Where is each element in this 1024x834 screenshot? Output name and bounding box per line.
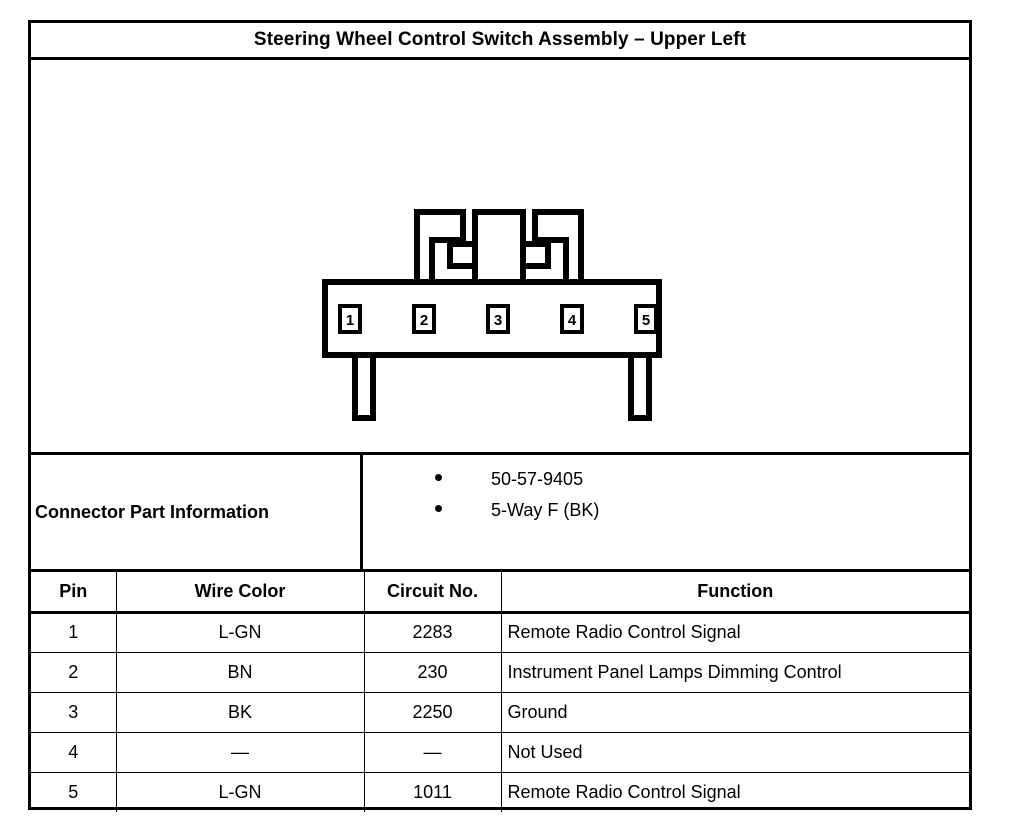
cell-wire-color: L-GN [116,772,365,812]
connector-part-information-values-cell: 50-57-9405 5-Way F (BK) [363,455,969,569]
connector-body-outline [322,279,662,358]
connector-right-latch-bracket [532,209,584,282]
cell-wire-color: L-GN [116,612,365,653]
list-item: 50-57-9405 [435,469,969,490]
cell-pin: 3 [31,692,117,733]
connector-part-information-label-cell: Connector Part Information [31,455,363,569]
column-header-circuit-no: Circuit No. [364,572,502,614]
connector-datasheet: Steering Wheel Control Switch Assembly –… [28,20,972,812]
cell-function: Not Used [501,732,969,773]
cell-pin: 5 [31,772,117,812]
connector-part-information-row: Connector Part Information 50-57-9405 5-… [31,455,969,572]
connector-drawing-area: 1 2 3 4 5 [31,60,969,455]
connector-pin-4: 4 [560,304,584,334]
connector-pin-5: 5 [634,304,658,334]
connector-left-latch-bracket [414,209,466,282]
cell-circuit-no: 2283 [364,612,502,653]
table-row: 5 L-GN 1011 Remote Radio Control Signal [31,772,969,812]
connector-pin-2-label: 2 [420,312,428,329]
cell-function: Ground [501,692,969,733]
connector-pin-3-label: 3 [494,312,502,329]
connector-pin-1: 1 [338,304,362,334]
cell-function: Remote Radio Control Signal [501,612,969,653]
cell-circuit-no: 230 [364,652,502,693]
connector-left-leg [352,355,376,421]
sheet-title-bar: Steering Wheel Control Switch Assembly –… [31,23,969,60]
table-row: 4 — — Not Used [31,732,969,773]
cell-pin: 1 [31,612,117,653]
cell-pin: 2 [31,652,117,693]
cell-circuit-no: — [364,732,502,773]
cell-wire-color: BN [116,652,365,693]
list-item: 5-Way F (BK) [435,500,969,521]
bullet-icon [435,474,442,481]
connector-way-description: 5-Way F (BK) [491,500,600,520]
cell-function: Instrument Panel Lamps Dimming Control [501,652,969,693]
cell-function: Remote Radio Control Signal [507,781,741,802]
connector-pin-1-label: 1 [346,312,354,329]
connector-pin-5-label: 5 [642,312,650,329]
table-row: 1 L-GN 2283 Remote Radio Control Signal [31,612,969,653]
column-header-wire-color: Wire Color [116,572,365,614]
table-row: 2 BN 230 Instrument Panel Lamps Dimming … [31,652,969,693]
cell-wire-color: — [116,732,365,773]
cell-wire-color: BK [116,692,365,733]
connector-face-view-diagram: 1 2 3 4 5 [322,209,662,421]
column-header-function: Function [501,572,969,614]
connector-pin-2: 2 [412,304,436,334]
connector-part-number: 50-57-9405 [491,469,584,489]
pin-assignment-table: Pin Wire Color Circuit No. Function 1 L-… [31,572,969,812]
cell-circuit-no: 2250 [364,692,502,733]
page-title: Steering Wheel Control Switch Assembly –… [253,29,747,50]
connector-right-leg [628,355,652,421]
cell-pin: 4 [31,732,117,773]
cell-circuit-no: 1011 [364,772,502,812]
bullet-icon [435,505,442,512]
connector-part-information-label: Connector Part Information [35,501,270,522]
connector-center-cross-key [447,209,551,282]
table-header-row: Pin Wire Color Circuit No. Function [31,572,969,614]
connector-pin-4-label: 4 [568,312,577,329]
connector-pin-3: 3 [486,304,510,334]
column-header-pin: Pin [31,572,117,614]
table-row: 3 BK 2250 Ground [31,692,969,733]
